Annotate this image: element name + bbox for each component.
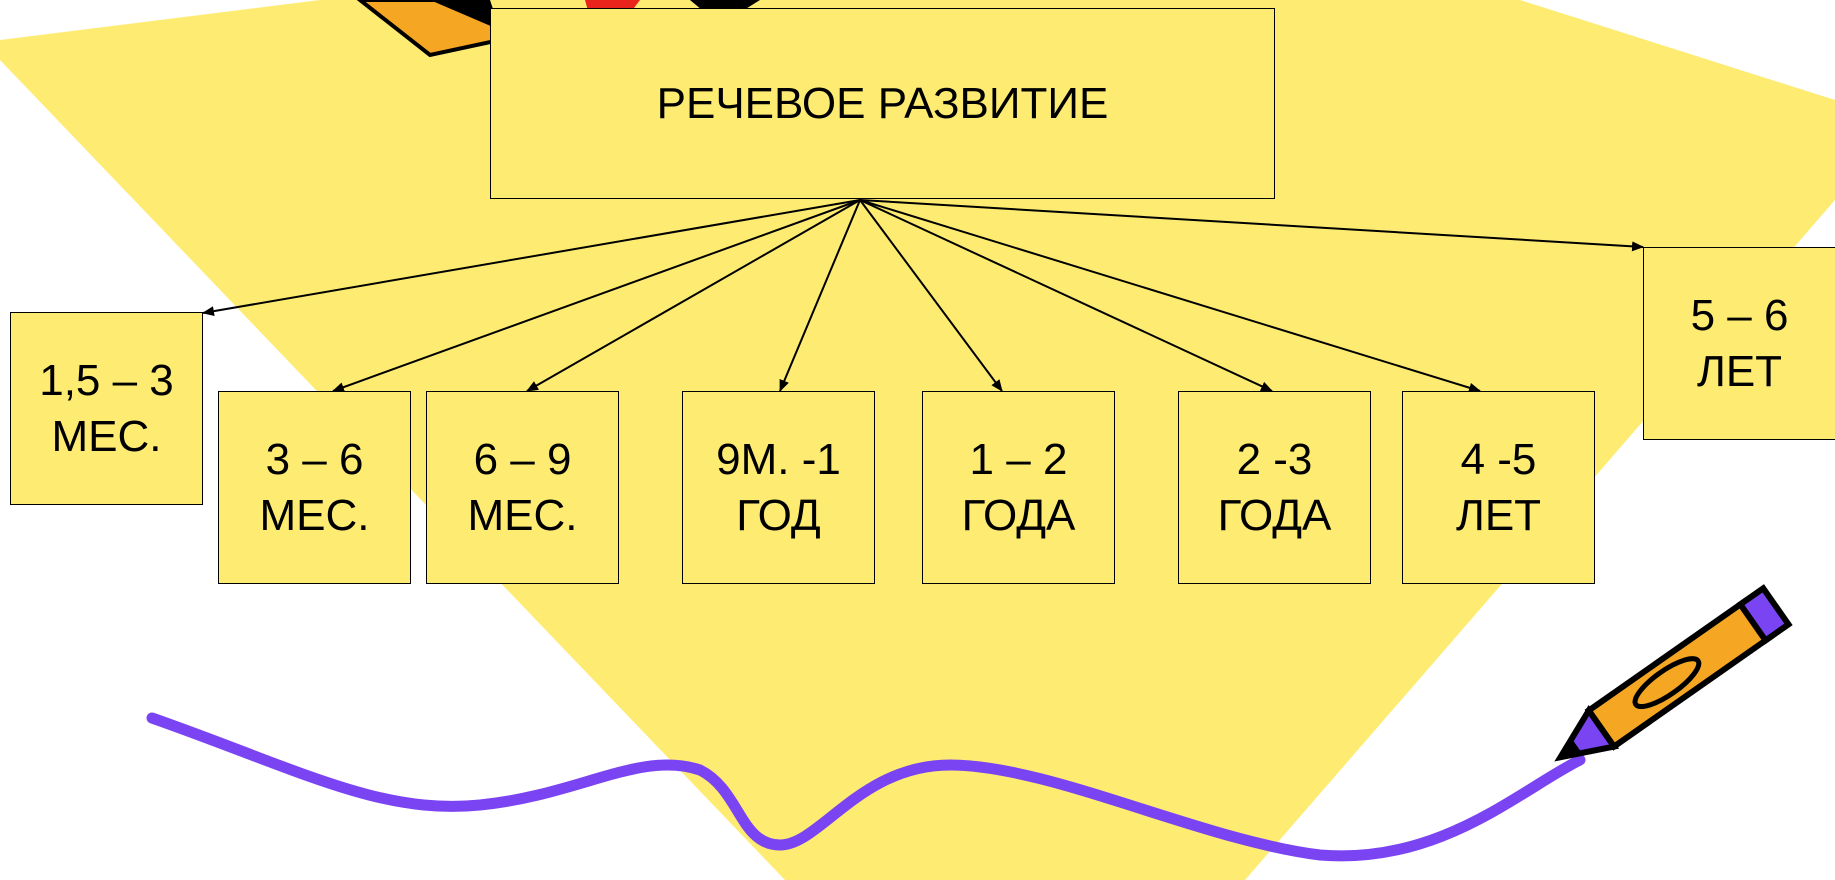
age-node-8: 5 – 6 ЛЕТ (1643, 247, 1835, 440)
age-node-3: 6 – 9 МЕС. (426, 391, 619, 584)
squiggle-line-icon (146, 712, 1586, 862)
pencil-icon (1554, 584, 1793, 762)
age-node-7-unit: ЛЕТ (1455, 490, 1542, 540)
age-node-6-range: 2 -3 (1236, 434, 1313, 484)
age-node-2-range: 3 – 6 (265, 434, 364, 484)
age-node-1-range: 1,5 – 3 (39, 355, 174, 405)
age-node-3-unit: МЕС. (467, 490, 578, 540)
age-node-1-unit: МЕС. (51, 411, 162, 461)
age-node-1: 1,5 – 3 МЕС. (10, 312, 203, 505)
age-node-8-unit: ЛЕТ (1696, 346, 1783, 396)
age-node-4: 9М. -1 ГОД (682, 391, 875, 584)
age-node-6: 2 -3 ГОДА (1178, 391, 1371, 584)
age-node-5: 1 – 2 ГОДА (922, 391, 1115, 584)
root-node: РЕЧЕВОЕ РАЗВИТИЕ (490, 8, 1275, 199)
age-node-8-range: 5 – 6 (1690, 290, 1789, 340)
age-node-5-range: 1 – 2 (969, 434, 1068, 484)
age-node-5-unit: ГОДА (961, 490, 1076, 540)
age-node-7-range: 4 -5 (1460, 434, 1537, 484)
age-node-4-unit: ГОД (736, 490, 821, 540)
age-node-4-range: 9М. -1 (716, 434, 841, 484)
age-node-7: 4 -5 ЛЕТ (1402, 391, 1595, 584)
connectors (202, 199, 1644, 393)
age-node-2: 3 – 6 МЕС. (218, 391, 411, 584)
age-node-3-range: 6 – 9 (473, 434, 572, 484)
root-label: РЕЧЕВОЕ РАЗВИТИЕ (656, 78, 1109, 128)
age-node-6-unit: ГОДА (1217, 490, 1332, 540)
age-node-2-unit: МЕС. (259, 490, 370, 540)
